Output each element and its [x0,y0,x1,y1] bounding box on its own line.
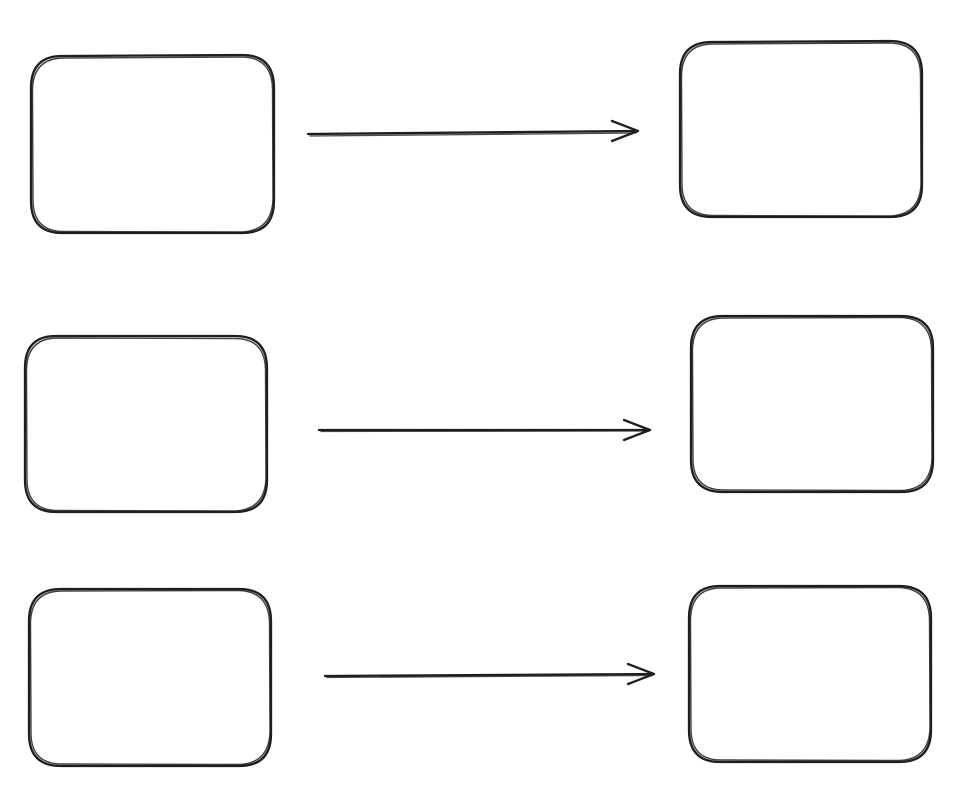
diagram-row-1 [29,39,924,235]
target-box-3[interactable] [687,584,933,764]
diagram-row-3 [27,584,933,768]
source-box-3[interactable] [27,587,273,768]
arrow-1[interactable] [306,119,640,143]
source-box-2[interactable] [23,334,269,514]
source-box-1[interactable] [29,53,276,235]
diagram-row-2 [23,314,935,514]
arrow-3[interactable] [323,662,656,686]
target-box-2[interactable] [689,314,935,494]
arrow-2[interactable] [317,418,652,442]
target-box-1[interactable] [678,39,924,219]
